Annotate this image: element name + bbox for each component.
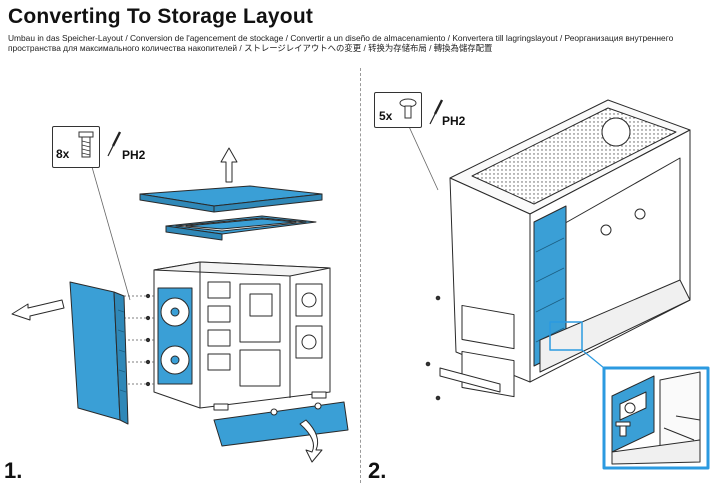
front-panel	[69, 281, 129, 425]
arrow-icon	[11, 299, 65, 321]
step1-screw-callout: 8x	[52, 126, 100, 168]
top-panel	[139, 185, 323, 213]
arrow-icon	[220, 147, 238, 183]
screwdriver-icon	[107, 131, 122, 157]
screw-icon	[425, 295, 441, 401]
step2-tool-label: PH2	[442, 114, 466, 128]
zoom-inset	[602, 366, 710, 470]
step-divider	[360, 68, 361, 483]
step1-tool-label: PH2	[122, 148, 146, 162]
case-body	[439, 99, 691, 398]
step2-screw-callout: 5x	[374, 92, 422, 128]
arrow-icon	[299, 419, 323, 463]
screwdriver-icon	[429, 99, 444, 125]
step2-illustration	[405, 99, 710, 470]
case-body	[153, 261, 331, 411]
page-subtitle: Umbau in das Speicher-Layout / Conversio…	[8, 33, 674, 53]
screw-icon	[78, 131, 94, 158]
zoom-target	[549, 321, 583, 351]
step1-screw-qty: 8x	[56, 147, 70, 161]
step1-number: 1.	[4, 458, 23, 483]
step2-screw-qty: 5x	[379, 109, 393, 123]
step1-illustration	[11, 147, 349, 463]
screw-icon	[615, 421, 631, 437]
screw-icon	[399, 98, 417, 119]
page-title: Converting To Storage Layout	[8, 5, 314, 28]
top-frame	[165, 215, 317, 241]
bottom-panel	[213, 401, 349, 447]
screw-icon	[145, 293, 151, 387]
step2-number: 2.	[368, 458, 387, 483]
